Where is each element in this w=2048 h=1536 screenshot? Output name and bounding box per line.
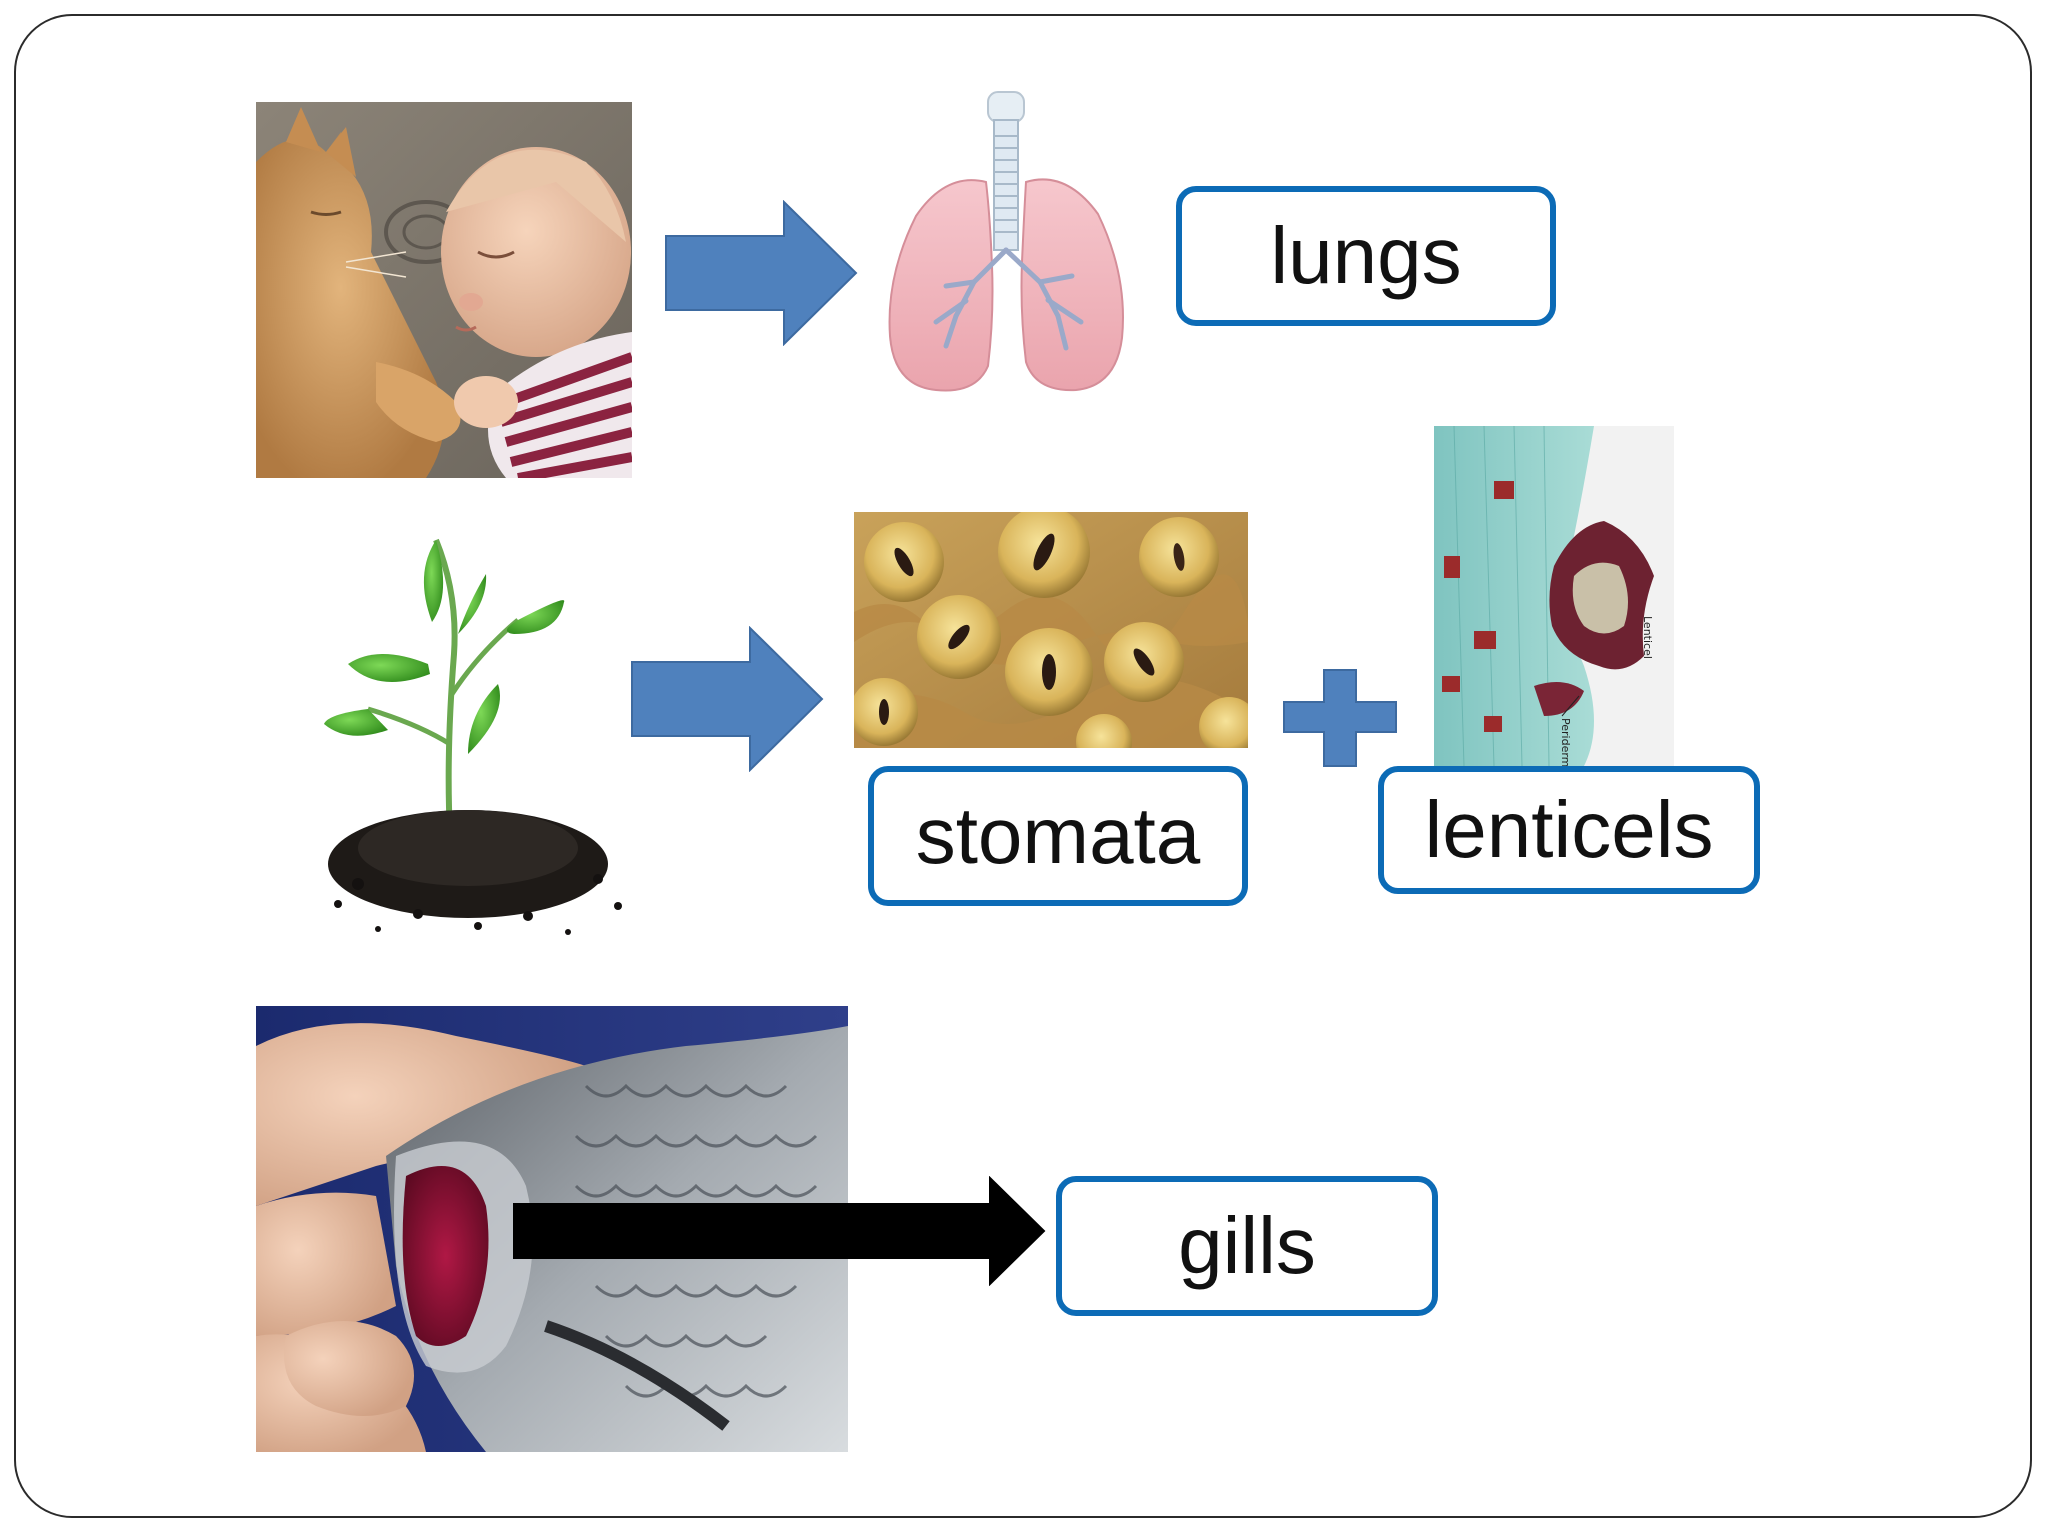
lenticel-caption: Lenticel bbox=[1641, 616, 1654, 659]
lungs-label-text: lungs bbox=[1270, 211, 1462, 300]
cat-and-baby-image bbox=[256, 102, 632, 478]
right-arrow-icon bbox=[630, 626, 824, 772]
lenticels-label-text: lenticels bbox=[1424, 785, 1714, 874]
lenticel-micrograph: Lenticel Periderm bbox=[1434, 426, 1674, 766]
lungs-label: lungs bbox=[1176, 186, 1556, 326]
plus-icon bbox=[1282, 668, 1398, 768]
stomata-micrograph bbox=[854, 512, 1248, 748]
lenticels-label: lenticels bbox=[1378, 766, 1760, 894]
seedling-image bbox=[318, 534, 630, 964]
periderm-caption: Periderm bbox=[1559, 718, 1572, 766]
gills-label: gills bbox=[1056, 1176, 1438, 1316]
stomata-label: stomata bbox=[868, 766, 1248, 906]
right-arrow-icon bbox=[664, 200, 858, 346]
stomata-label-text: stomata bbox=[915, 791, 1201, 880]
lungs-illustration bbox=[876, 86, 1136, 406]
gills-label-text: gills bbox=[1178, 1201, 1316, 1290]
right-arrow-icon bbox=[512, 1176, 1046, 1286]
